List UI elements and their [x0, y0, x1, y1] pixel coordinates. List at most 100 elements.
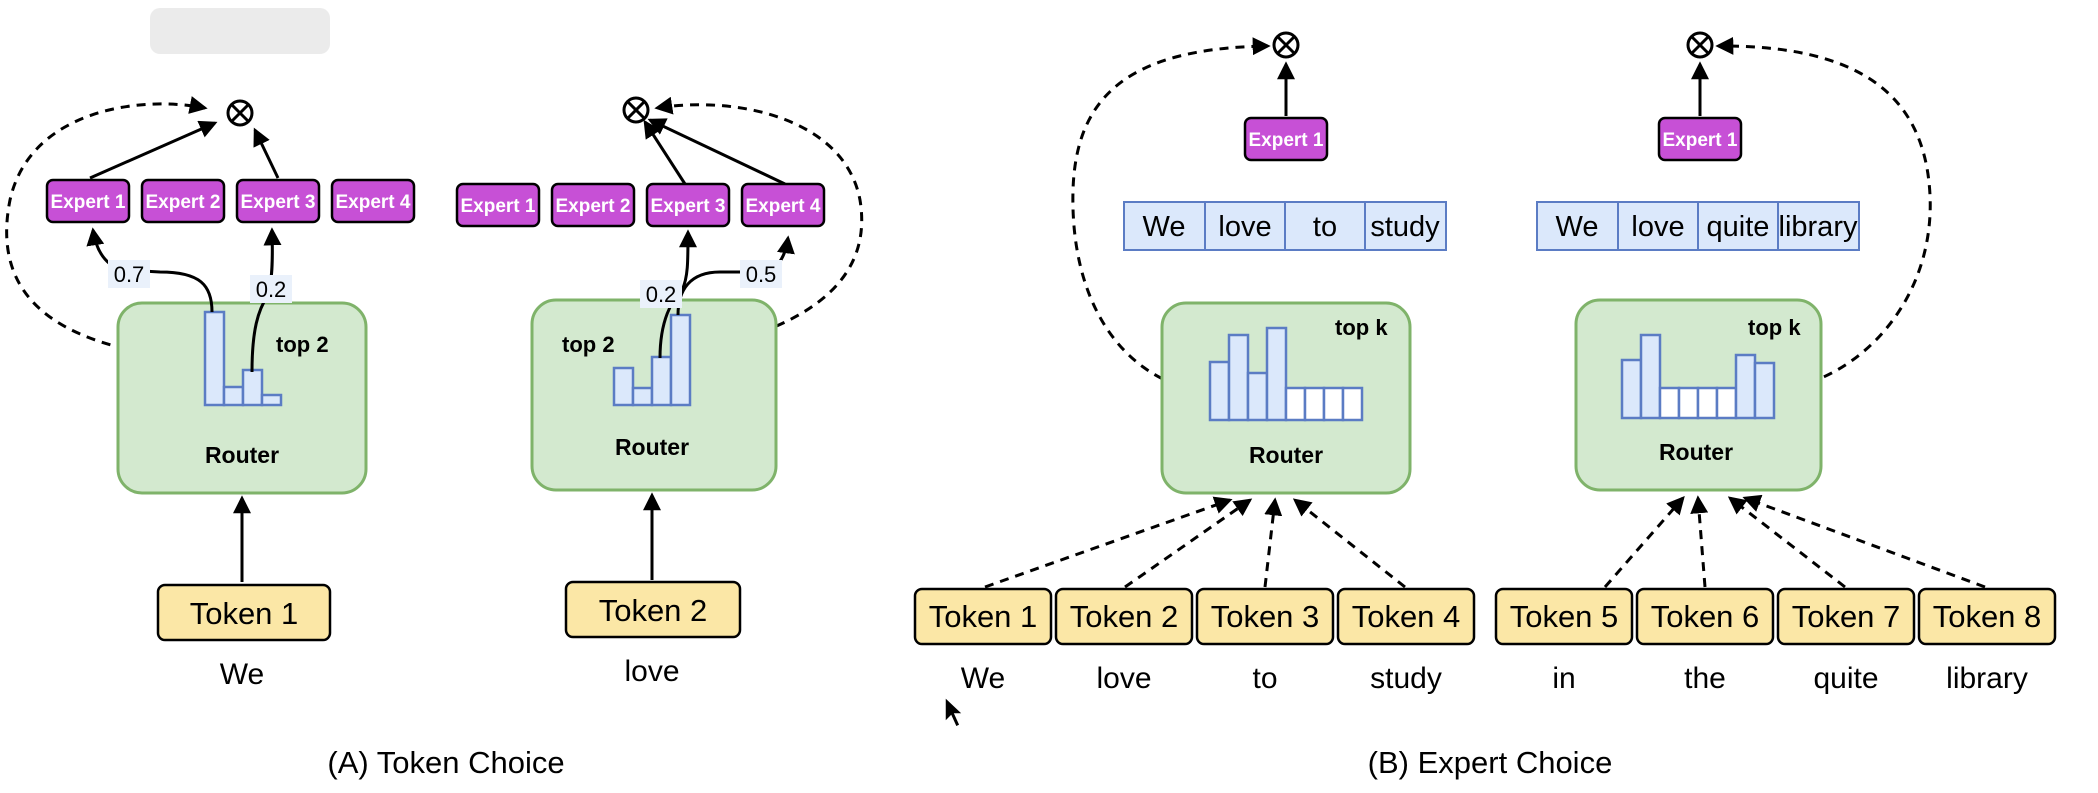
weight-badge-bg: [250, 275, 292, 303]
expert-4: Expert 4: [740, 182, 826, 228]
expert-label: Expert 2: [556, 196, 631, 217]
token-word: study: [1370, 662, 1442, 695]
router-topk-label: top 2: [276, 332, 329, 357]
router-topk-label: top 2: [562, 332, 615, 357]
expert-1: Expert 1: [45, 178, 131, 224]
router-topk-label: top k: [1748, 315, 1801, 340]
multiply-icon: [226, 99, 254, 127]
dashed-token-arrow: [1727, 496, 1846, 589]
sequence-token: love: [1218, 211, 1271, 243]
token-box: [1776, 587, 1916, 646]
router-scores-histogram: [1620, 333, 1776, 420]
expert-3: Expert 3: [235, 178, 321, 224]
arrow-expert4-to-multiply: [647, 118, 786, 186]
token-box: [1494, 587, 1634, 646]
token-label: Token 1: [190, 596, 299, 631]
sequence-token: to: [1313, 211, 1337, 243]
sequence-token: We: [1143, 211, 1186, 243]
dashed-token-arrow: [1603, 495, 1685, 588]
dashed-return-arrow: [1071, 37, 1271, 395]
expert-1: Expert 1: [1243, 116, 1329, 162]
token-box: [156, 583, 332, 642]
router-label: Router: [615, 434, 689, 460]
routing-weight: 0.2: [256, 277, 287, 302]
dashed-return-arrow: [5, 96, 208, 362]
token-choice-panel-2: Expert 1 Expert 2 Expert 3 Expert 4 top …: [455, 96, 864, 688]
weight-badge-bg: [740, 260, 782, 288]
expert-label: Expert 1: [461, 196, 536, 217]
expert-2: Expert 2: [140, 178, 226, 224]
sequence-token: We: [1556, 211, 1599, 243]
expert-label: Expert 4: [746, 196, 821, 217]
token-word: library: [1946, 662, 2028, 695]
token-label: Token 5: [1510, 599, 1619, 634]
token-word: in: [1552, 662, 1575, 695]
router-topk-label: top k: [1335, 315, 1388, 340]
expert-choice-panel-2: Expert 1 We love quite library top k Rou…: [1494, 31, 2057, 695]
token-box: [1054, 587, 1194, 646]
expert-label: Expert 1: [51, 192, 126, 213]
route-to-expert-1: [86, 227, 214, 313]
expert-label: Expert 1: [1663, 130, 1738, 151]
watermark: [150, 8, 330, 54]
multiply-icon: [1686, 31, 1714, 59]
caption-expert-choice: (B) Expert Choice: [1368, 745, 1613, 780]
token-label: Token 6: [1651, 599, 1760, 634]
token-word: We: [220, 658, 264, 691]
weight-badge-bg: [108, 260, 150, 288]
routing-weight: 0.5: [746, 262, 777, 287]
selected-token-sequence: We love quite library: [1536, 201, 1860, 251]
multiply-icon: [622, 96, 650, 124]
mouse-cursor-icon: [944, 695, 965, 729]
dashed-return-arrow: [654, 96, 864, 352]
sequence-token: quite: [1707, 211, 1770, 243]
expert-1: Expert 1: [1657, 116, 1743, 162]
token-box: [913, 587, 1053, 646]
token-word: the: [1684, 662, 1726, 695]
routing-weight: 0.7: [114, 262, 145, 287]
token-label: Token 1: [929, 599, 1038, 634]
dashed-token-arrow: [1292, 498, 1406, 589]
token-box: [1195, 587, 1335, 646]
expert-4: Expert 4: [330, 178, 416, 224]
expert-label: Expert 3: [651, 196, 726, 217]
router-label: Router: [1249, 442, 1323, 468]
token-word: love: [624, 655, 679, 688]
arrow-expert3-to-multiply: [643, 119, 687, 185]
token-label: Token 3: [1211, 599, 1320, 634]
token-label: Token 7: [1792, 599, 1901, 634]
token-label: Token 4: [1352, 599, 1461, 634]
expert-label: Expert 3: [241, 192, 316, 213]
router-label: Router: [1659, 439, 1733, 465]
token-word: love: [1096, 662, 1151, 695]
weight-badge-bg: [640, 280, 682, 308]
token-box: [1917, 587, 2057, 646]
routing-weight: 0.2: [646, 282, 677, 307]
arrow-expert3-to-multiply: [253, 127, 280, 179]
expert-2: Expert 2: [550, 182, 636, 228]
router-label: Router: [205, 442, 279, 468]
token-row: Token 1 Token 2 Token 3 Token 4 We love …: [913, 587, 1476, 695]
token-word: We: [961, 662, 1005, 695]
dashed-return-arrow: [1715, 36, 1932, 392]
dashed-token-arrow: [1742, 494, 1986, 589]
token-row: Token 5 Token 6 Token 7 Token 8 in the q…: [1494, 587, 2057, 695]
expert-label: Expert 2: [146, 192, 221, 213]
expert-label: Expert 1: [1249, 130, 1324, 151]
multiply-icon: [1272, 31, 1300, 59]
router-scores-histogram: [1208, 326, 1364, 422]
token-label: Token 2: [599, 593, 708, 628]
dashed-token-arrow: [1124, 498, 1253, 589]
token-label: Token 8: [1933, 599, 2042, 634]
expert-label: Expert 4: [336, 192, 411, 213]
sequence-token: library: [1779, 211, 1858, 243]
arrow-expert1-to-multiply: [89, 120, 218, 180]
token-word: to: [1252, 662, 1277, 695]
selected-token-sequence: We love to study: [1123, 201, 1447, 251]
token-word: quite: [1813, 662, 1878, 695]
sequence-token: study: [1370, 211, 1440, 243]
expert-choice-panel-1: Expert 1 We love to study top k Router: [913, 31, 1476, 695]
token-box: [1635, 587, 1775, 646]
token-box: [564, 580, 742, 639]
